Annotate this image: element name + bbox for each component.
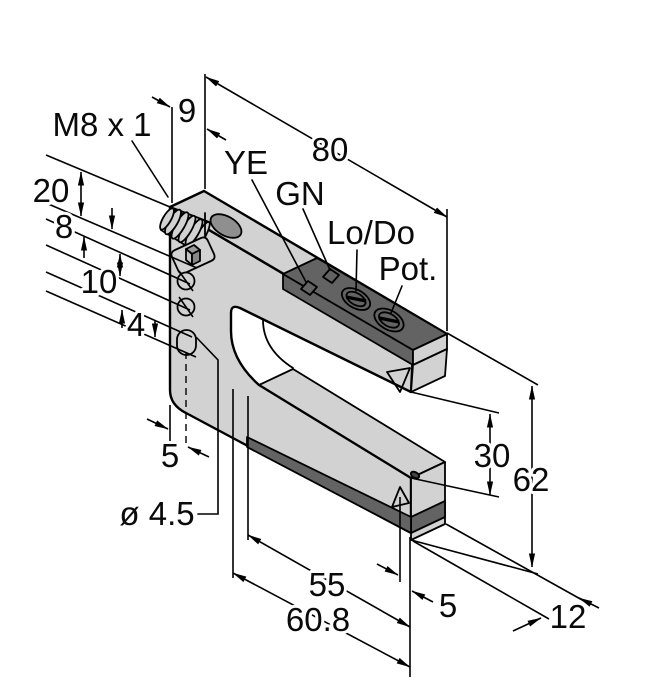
dim-80-label: 80 <box>312 131 349 168</box>
dim-12-label: 12 <box>550 598 587 635</box>
dim-10-label: 10 <box>81 263 118 300</box>
dim-608-label: 60.8 <box>286 601 350 638</box>
m8-leader <box>131 140 169 198</box>
dia-leader <box>196 337 219 515</box>
ext-line <box>446 332 539 386</box>
dim-80-line <box>205 76 448 218</box>
gn-label: GN <box>275 175 325 212</box>
ye-leader <box>251 179 307 283</box>
lower-arm-front-dark-strip <box>246 436 412 534</box>
side-switch-window <box>170 236 216 275</box>
dim-608-line <box>232 572 411 668</box>
ext-line <box>410 391 500 414</box>
dim-12-arrow <box>578 597 600 609</box>
pot-label: Pot. <box>379 250 438 287</box>
pot-screw <box>373 307 405 333</box>
gn-leader <box>302 208 331 271</box>
dim-4-label: 4 <box>127 306 145 343</box>
ye-led-icon <box>300 280 318 296</box>
hole-2-slash <box>178 296 194 318</box>
upper-beam-triangle-icon <box>386 367 411 393</box>
dim-30-label: 30 <box>474 437 511 474</box>
dim-8-label: 8 <box>55 208 73 245</box>
screw-slot <box>378 316 400 324</box>
ext-line <box>445 523 585 602</box>
dim-5-left-label: 5 <box>161 437 179 474</box>
ext-line <box>45 154 171 208</box>
screw-slot <box>345 295 367 303</box>
dimensions: 9 80 20 8 10 4 5 ø 4.5 55 <box>30 74 600 677</box>
dim-55-label: 55 <box>309 566 346 603</box>
dim-5-arrow <box>187 446 210 458</box>
dim-9-label: 9 <box>178 92 196 129</box>
lower-arm-pinhole <box>409 470 421 480</box>
upper-arm-end-face <box>410 348 448 393</box>
connector-tip <box>159 207 175 231</box>
screw-inner <box>345 290 367 308</box>
dim-5-arrow <box>146 418 169 430</box>
ext-line <box>45 271 193 338</box>
lodo-leader <box>355 249 358 292</box>
dim-5b-arrow <box>376 563 399 576</box>
dim-5b-arrow <box>411 590 434 603</box>
ext-line <box>45 290 197 358</box>
ext-line <box>410 539 539 575</box>
dim-20-label: 20 <box>33 172 70 209</box>
gn-led-icon <box>322 268 340 284</box>
dim-12-arrow <box>512 617 542 632</box>
hole-1-slash <box>178 270 194 292</box>
sensor-body <box>159 189 449 541</box>
front-face <box>168 205 415 535</box>
top-hole <box>209 213 243 239</box>
m8-label: M8 x 1 <box>52 106 151 143</box>
pot-leader <box>390 285 403 314</box>
dim-9-arrow <box>206 128 227 141</box>
ext-line <box>410 477 500 498</box>
screw-inner <box>378 311 400 329</box>
ext-line <box>412 540 550 620</box>
lodo-label: Lo/Do <box>327 214 415 251</box>
dim-62-label: 62 <box>513 461 550 498</box>
toggle-side <box>191 249 201 266</box>
dim-9-arrow <box>151 96 171 108</box>
ext-line <box>45 202 198 269</box>
ext-line <box>45 218 191 285</box>
dia-label: ø 4.5 <box>119 495 194 532</box>
ye-label: YE <box>224 144 268 181</box>
callouts: M8 x 1 YE GN Lo/Do Pot. <box>49 103 440 314</box>
dim-5-bottom-label: 5 <box>439 587 457 624</box>
ext-line <box>45 244 191 311</box>
lodo-switch-screw <box>340 287 372 311</box>
